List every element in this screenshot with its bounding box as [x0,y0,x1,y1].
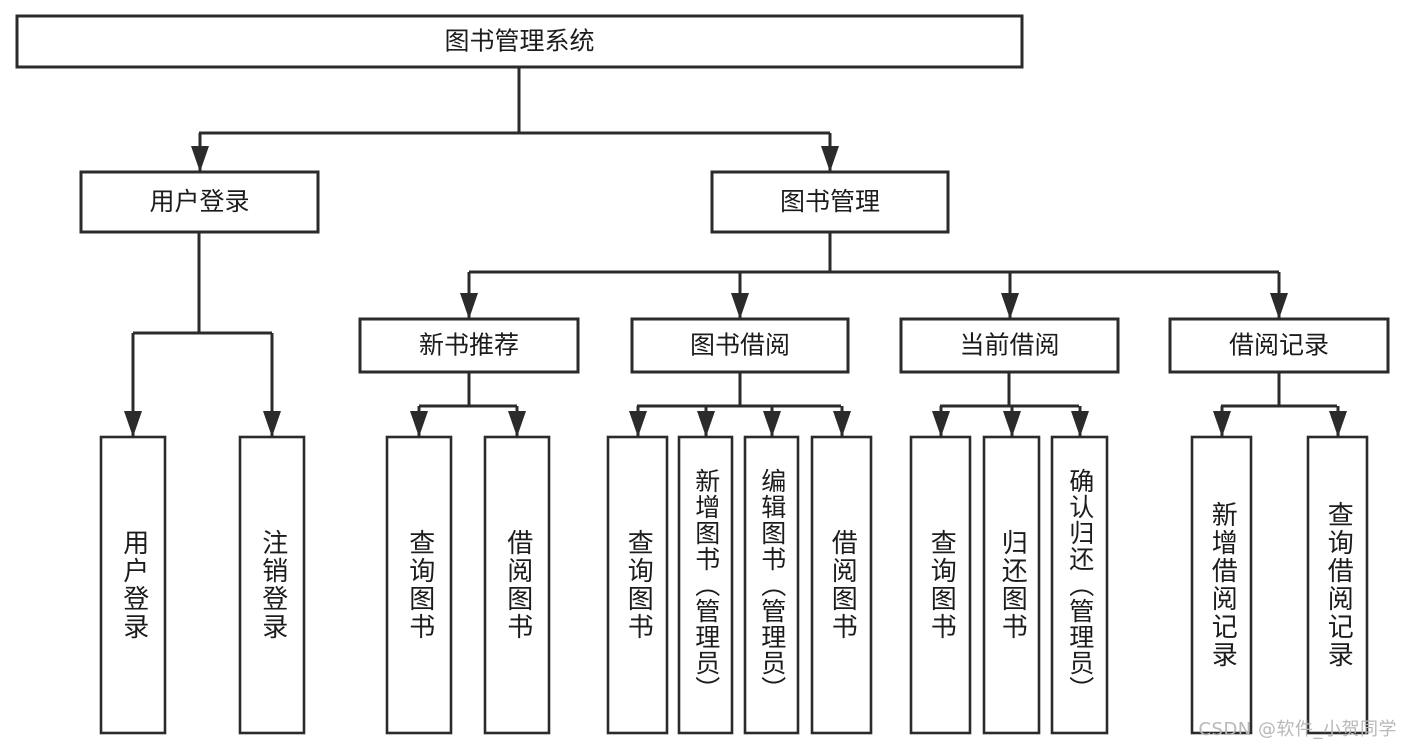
arrow-head [1270,293,1288,319]
node-label-book-borrow: 图书借阅 [690,331,790,360]
node-box-leaf-borrow-book-1[interactable] [483,435,551,735]
connector-drop-book-manage [821,133,839,172]
connector-bus-new-book [419,372,517,408]
connector-drop-leaf-query-book-2 [629,406,647,437]
node-leaf-query-record[interactable] [1306,435,1369,735]
arrow-head [508,411,526,437]
arrow-head [263,411,281,437]
node-box-borrow-record[interactable] [1168,317,1390,374]
arrow-head [1003,411,1021,437]
node-borrow-record[interactable]: 借阅记录 [1168,317,1390,374]
node-leaf-query-book-3[interactable] [909,435,972,735]
connector-drop-leaf-query-book-1 [410,406,428,437]
arrow-head [191,146,209,172]
node-current-borrow[interactable]: 当前借阅 [899,317,1120,374]
node-leaf-query-book-2[interactable] [606,435,669,735]
node-leaf-add-book[interactable] [677,435,734,735]
connector-bus-book-borrow [637,372,841,408]
node-label-current-borrow: 当前借阅 [959,331,1059,360]
node-box-book-borrow[interactable] [630,317,850,374]
node-root[interactable]: 图书管理系统 [15,14,1024,69]
node-leaf-query-book-1[interactable] [385,435,453,735]
connector-drop-leaf-logout [263,333,281,437]
connector-drop-borrow-record [1270,272,1288,319]
arrow-head [1001,293,1019,319]
connector-drop-leaf-add-record [1213,406,1231,437]
connector-drop-leaf-add-book [697,406,715,437]
node-box-leaf-query-record[interactable] [1306,435,1369,735]
node-leaf-return-book[interactable] [982,435,1041,735]
arrow-head [629,411,647,437]
arrow-head [763,411,781,437]
connector-drop-leaf-borrow-book-1 [508,406,526,437]
arrow-head [731,293,749,319]
node-new-book-recommend[interactable]: 新书推荐 [358,317,580,374]
arrow-head [124,411,142,437]
arrow-head [1329,411,1347,437]
node-box-leaf-query-book-3[interactable] [909,435,972,735]
node-box-leaf-edit-book[interactable] [743,435,800,735]
node-leaf-add-record[interactable] [1190,435,1253,735]
node-leaf-borrow-book-1[interactable] [483,435,551,735]
node-user-login[interactable]: 用户登录 [79,170,320,234]
connector-drop-user-login [191,133,209,172]
connector-drop-leaf-confirm-return [1071,406,1089,437]
connector-drop-leaf-return-book [1003,406,1021,437]
arrow-head [1213,411,1231,437]
edge-layer [124,67,1347,437]
node-box-leaf-add-book[interactable] [677,435,734,735]
connector-bus-current-borrow [940,372,1079,408]
connector-bus-borrow-record [1221,372,1337,408]
node-box-leaf-query-book-2[interactable] [606,435,669,735]
node-book-manage[interactable]: 图书管理 [710,170,950,234]
node-book-borrow[interactable]: 图书借阅 [630,317,850,374]
node-box-leaf-logout[interactable] [238,435,306,735]
node-box-leaf-return-book[interactable] [982,435,1041,735]
node-box-leaf-confirm-return[interactable] [1050,435,1109,735]
node-label-root: 图书管理系统 [444,27,594,56]
connector-drop-new-book-recommend [460,272,478,319]
arrow-head [821,146,839,172]
connector-bus-root [199,67,830,135]
node-box-root[interactable] [15,14,1024,69]
node-label-new-book-recommend: 新书推荐 [419,331,519,360]
arrow-head [410,411,428,437]
connector-drop-current-borrow [1001,272,1019,319]
connector-drop-leaf-user-login [124,333,142,437]
node-box-book-manage[interactable] [710,170,950,234]
node-leaf-confirm-return[interactable] [1050,435,1109,735]
connector-bus-user-login [133,232,272,335]
node-label-book-manage: 图书管理 [780,187,880,216]
node-label-borrow-record: 借阅记录 [1229,331,1329,360]
arrow-head [1071,411,1089,437]
connector-bus-book-manage [469,232,1279,274]
connector-drop-leaf-edit-book [763,406,781,437]
node-leaf-edit-book[interactable] [743,435,800,735]
connector-drop-leaf-borrow-book-2 [833,406,851,437]
node-box-new-book-recommend[interactable] [358,317,580,374]
node-leaf-user-login[interactable] [99,435,167,735]
node-box-leaf-user-login[interactable] [99,435,167,735]
connector-drop-leaf-query-record [1329,406,1347,437]
node-label-user-login: 用户登录 [149,187,249,216]
arrow-head [697,411,715,437]
node-box-leaf-borrow-book-2[interactable] [810,435,873,735]
arrow-head [932,411,950,437]
connector-drop-leaf-query-book-3 [932,406,950,437]
arrow-head [460,293,478,319]
node-leaf-borrow-book-2[interactable] [810,435,873,735]
node-box-current-borrow[interactable] [899,317,1120,374]
node-box-user-login[interactable] [79,170,320,234]
node-box-leaf-add-record[interactable] [1190,435,1253,735]
node-leaf-logout[interactable] [238,435,306,735]
arrow-head [833,411,851,437]
node-box-leaf-query-book-1[interactable] [385,435,453,735]
connector-drop-book-borrow [731,272,749,319]
